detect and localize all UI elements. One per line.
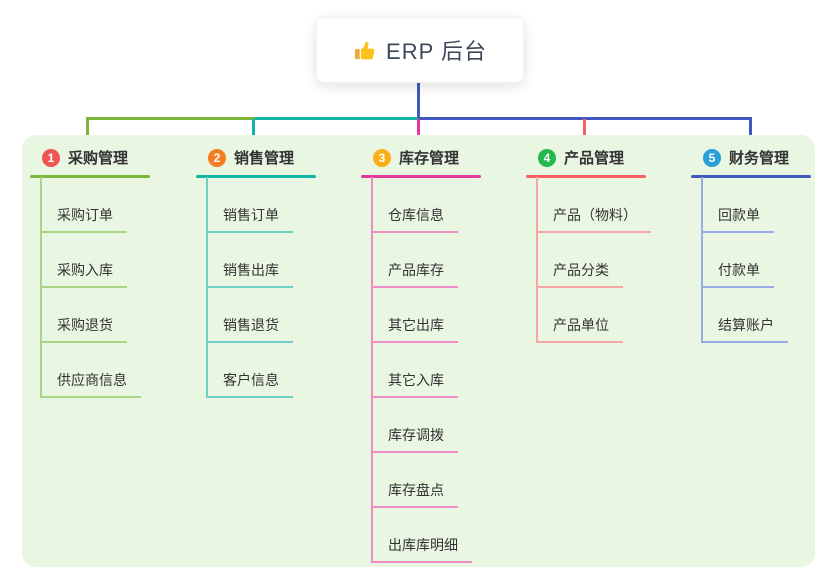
branch-underline — [361, 175, 481, 178]
child-node[interactable]: 采购订单 — [40, 207, 127, 233]
children-connector-line — [371, 177, 373, 561]
child-node[interactable]: 付款单 — [701, 262, 774, 288]
children-connector-line — [536, 177, 538, 341]
child-node[interactable]: 销售订单 — [206, 207, 293, 233]
branch-number-badge: 5 — [703, 148, 721, 167]
child-node[interactable]: 销售出库 — [206, 262, 293, 288]
branch-sales-title[interactable]: 2 销售管理 — [208, 147, 294, 168]
child-node[interactable]: 仓库信息 — [371, 207, 458, 233]
child-node[interactable]: 供应商信息 — [40, 372, 141, 398]
root-label: ERP 后台 — [386, 39, 487, 64]
branch-underline — [196, 175, 316, 178]
connector-root-drop — [417, 80, 420, 119]
child-node[interactable]: 库存调拨 — [371, 427, 458, 453]
child-node[interactable]: 采购入库 — [40, 262, 127, 288]
connector-horizontal-blue — [418, 117, 752, 120]
connector-horizontal-green — [86, 117, 255, 120]
branch-purchase-title[interactable]: 1 采购管理 — [42, 147, 128, 168]
branch-label: 财务管理 — [729, 150, 790, 167]
branch-product-title[interactable]: 4 产品管理 — [538, 147, 624, 168]
connector-drop-finance — [749, 119, 752, 143]
connector-drop-product — [583, 119, 586, 143]
child-node[interactable]: 产品单位 — [536, 317, 623, 343]
branch-underline — [691, 175, 811, 178]
child-node[interactable]: 出库库明细 — [371, 537, 472, 563]
branch-label: 产品管理 — [564, 150, 625, 167]
branch-finance-title[interactable]: 5 财务管理 — [703, 147, 789, 168]
child-node[interactable]: 回款单 — [701, 207, 774, 233]
branch-label: 库存管理 — [399, 150, 460, 167]
children-connector-line — [701, 177, 703, 341]
child-node[interactable]: 销售退货 — [206, 317, 293, 343]
connector-drop-purchase — [86, 119, 89, 143]
child-node[interactable]: 结算账户 — [701, 317, 788, 343]
child-node[interactable]: 其它出库 — [371, 317, 458, 343]
thumbs-up-icon — [353, 39, 376, 62]
connector-drop-sales — [252, 119, 255, 143]
branch-label: 销售管理 — [234, 150, 295, 167]
branch-inventory-title[interactable]: 3 库存管理 — [373, 147, 459, 168]
connector-horizontal-teal — [255, 117, 418, 120]
child-node[interactable]: 其它入库 — [371, 372, 458, 398]
branch-underline — [30, 175, 150, 178]
child-node[interactable]: 库存盘点 — [371, 482, 458, 508]
child-node[interactable]: 客户信息 — [206, 372, 293, 398]
child-node[interactable]: 产品分类 — [536, 262, 623, 288]
connector-drop-inventory — [417, 119, 420, 143]
child-node[interactable]: 产品库存 — [371, 262, 458, 288]
root-node[interactable]: ERP 后台 — [316, 17, 524, 83]
background-panel — [22, 135, 815, 567]
branch-underline — [526, 175, 646, 178]
branch-number-badge: 1 — [42, 148, 60, 167]
branch-number-badge: 2 — [208, 148, 226, 167]
branch-number-badge: 4 — [538, 148, 556, 167]
branch-number-badge: 3 — [373, 148, 391, 167]
branch-label: 采购管理 — [68, 150, 129, 167]
child-node[interactable]: 产品（物料） — [536, 207, 651, 233]
child-node[interactable]: 采购退货 — [40, 317, 127, 343]
